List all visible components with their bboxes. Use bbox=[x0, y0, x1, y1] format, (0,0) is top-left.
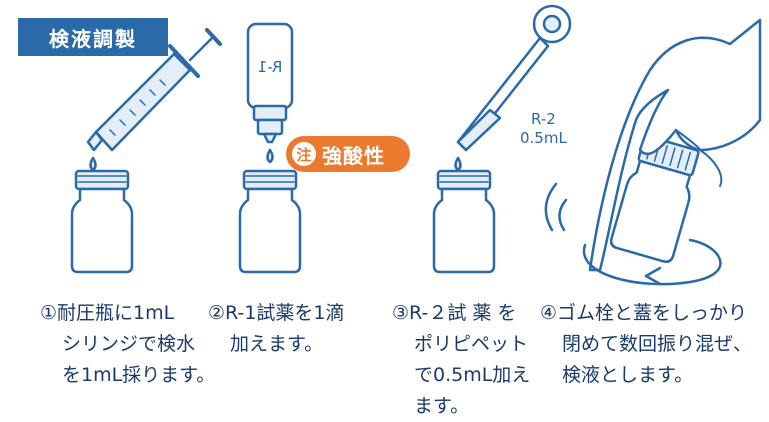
step-line: ④ゴム栓と蓋をしっかり bbox=[540, 302, 748, 324]
step-line: ポリピペット bbox=[414, 333, 529, 355]
pipette-reagent: R-2 bbox=[531, 110, 556, 128]
section-title: 検液調製 bbox=[18, 18, 168, 56]
step-line: で0.5mL加え bbox=[414, 364, 531, 386]
step-4-caption: ④ゴム栓と蓋をしっかり 閉めて数回振り混ぜ、 検液とします。 bbox=[540, 298, 752, 391]
step-3-caption: ③R-２試 薬 を ポリピペット で0.5mL加え ます。 bbox=[392, 298, 530, 422]
vial-3-icon bbox=[432, 169, 496, 274]
shaking-bottle-icon bbox=[609, 134, 700, 263]
warning-icon: 注 bbox=[292, 142, 316, 166]
step-line: を1mL採ります。 bbox=[62, 364, 216, 386]
vial-2-icon bbox=[238, 169, 302, 274]
reagent-bottle-icon bbox=[246, 22, 294, 164]
strong-acid-warning-badge: 注 強酸性 bbox=[286, 136, 410, 172]
step-line: 加えます。 bbox=[230, 333, 324, 355]
bottle-label: R-1 bbox=[258, 58, 283, 76]
step-2-caption: ②R-1試薬を1滴 加えます。 bbox=[208, 298, 345, 360]
step-line: ②R-1試薬を1滴 bbox=[208, 302, 345, 324]
pipette-label: R-2 0.5mL bbox=[520, 110, 567, 148]
step-line: ③R-２試 薬 を bbox=[392, 302, 517, 324]
warning-text: 強酸性 bbox=[322, 143, 385, 168]
pipette-icon bbox=[454, 4, 572, 172]
step-line: シリンジで検水 bbox=[62, 333, 196, 355]
pipette-volume: 0.5mL bbox=[520, 129, 567, 147]
motion-arrow-icon bbox=[544, 182, 722, 286]
step-line: 閉めて数回振り混ぜ、 bbox=[562, 333, 753, 355]
step-line: ます。 bbox=[414, 395, 470, 417]
step-1-caption: ①耐圧瓶に1mL シリンジで検水 を1mL採ります。 bbox=[40, 298, 215, 391]
hand-icon bbox=[588, 18, 762, 272]
step-line: 検液とします。 bbox=[562, 364, 694, 386]
step-line: ①耐圧瓶に1mL bbox=[40, 302, 175, 324]
vial-1-icon bbox=[70, 169, 134, 274]
